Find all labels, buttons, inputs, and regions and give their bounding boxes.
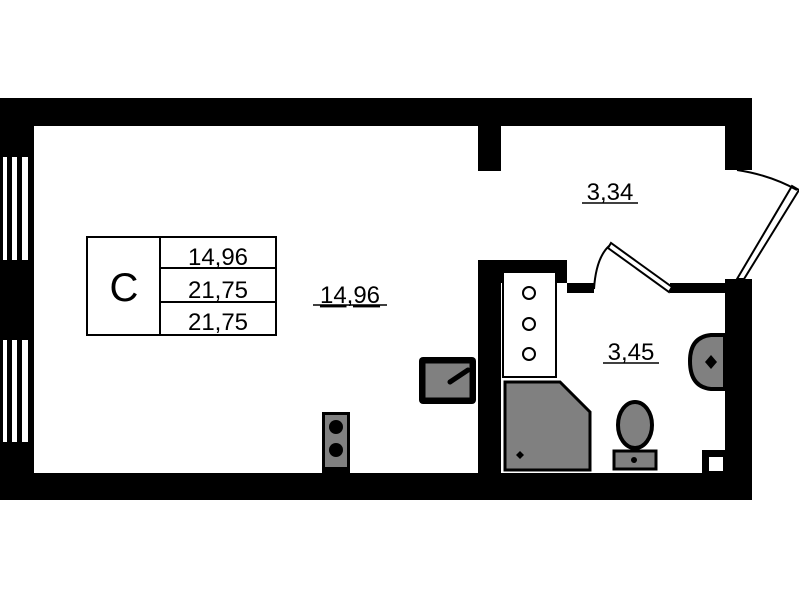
bathroom-top-wall-a [567,283,594,293]
legend-total-area-balcony: 21,75 [188,309,248,336]
window-lower [3,340,28,442]
shower-tray [503,380,592,472]
kitchen-sink [419,357,476,404]
bottom-wall [0,473,752,500]
right-wall-upper [725,98,752,170]
right-wall-lower [725,279,752,500]
legend-total-area: 21,75 [188,277,248,304]
bathroom-top-wall-b [670,283,725,293]
bathroom-left-wall [478,260,501,500]
bathroom-sink [687,333,727,391]
entrance-door[interactable] [735,169,799,280]
toilet [612,400,658,471]
shaft-opening [709,457,723,471]
bathroom-door[interactable] [593,241,674,294]
hallway-area-label: 3,34 [587,179,634,206]
bathroom-area-label: 3,45 [608,339,655,366]
legend-room-type: С [110,266,139,310]
stove [322,412,350,473]
washing-machine [502,271,557,378]
legend-living-area: 14,96 [188,244,248,271]
top-wall [0,98,752,126]
walls [0,98,752,500]
partition-stub [478,126,501,171]
window-upper [3,157,28,260]
area-legend: С 14,96 21,75 21,75 [86,236,277,336]
